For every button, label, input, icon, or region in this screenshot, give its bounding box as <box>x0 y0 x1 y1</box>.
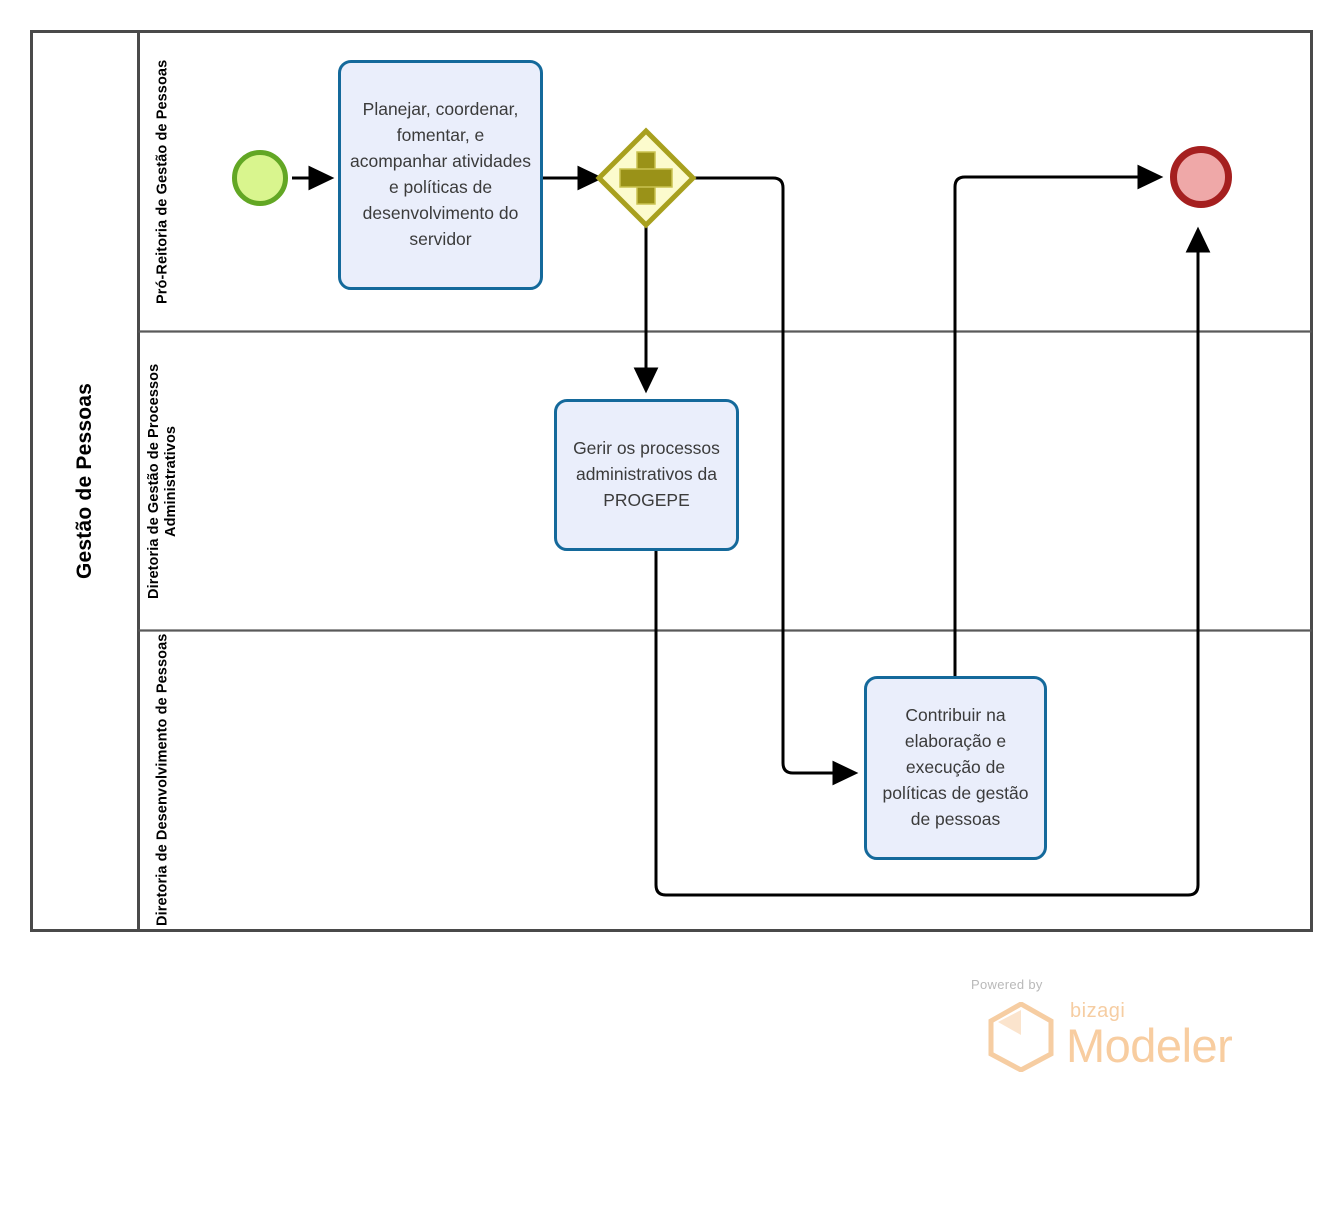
branding-bizagi-wordmark: bizagi <box>1070 1000 1126 1022</box>
end-event[interactable] <box>1170 146 1232 208</box>
lane-label-pro-reitoria: Pró-Reitoria de Gestão de Pessoas <box>154 59 171 304</box>
lane-label-desenvolvimento-pessoas: Diretoria de Desenvolvimento de Pessoas <box>154 633 171 927</box>
task-gerir[interactable]: Gerir os processos administrativos da PR… <box>554 399 739 551</box>
lane-label-processos-administrativos: Diretoria de Gestão de Processos Adminis… <box>145 363 179 599</box>
plus-icon <box>619 151 673 205</box>
branding-modeler-wordmark: Modeler <box>1066 1019 1233 1072</box>
task-contribuir[interactable]: Contribuir na elaboração e execução de p… <box>864 676 1047 860</box>
task-planejar[interactable]: Planejar, coordenar, fomentar, e acompan… <box>338 60 543 290</box>
bizagi-logo-icon <box>988 1002 1054 1072</box>
flow-gerir-to-end <box>654 226 1211 897</box>
sequence-flows <box>292 164 1211 897</box>
parallel-gateway[interactable] <box>595 127 697 229</box>
start-event[interactable] <box>232 150 288 206</box>
branding-powered-by: Powered by <box>971 977 1043 992</box>
pool-label: Gestão de Pessoas <box>73 383 97 579</box>
flow-gateway-to-contribuir <box>692 176 859 786</box>
flow-contribuir-to-end <box>953 164 1164 676</box>
